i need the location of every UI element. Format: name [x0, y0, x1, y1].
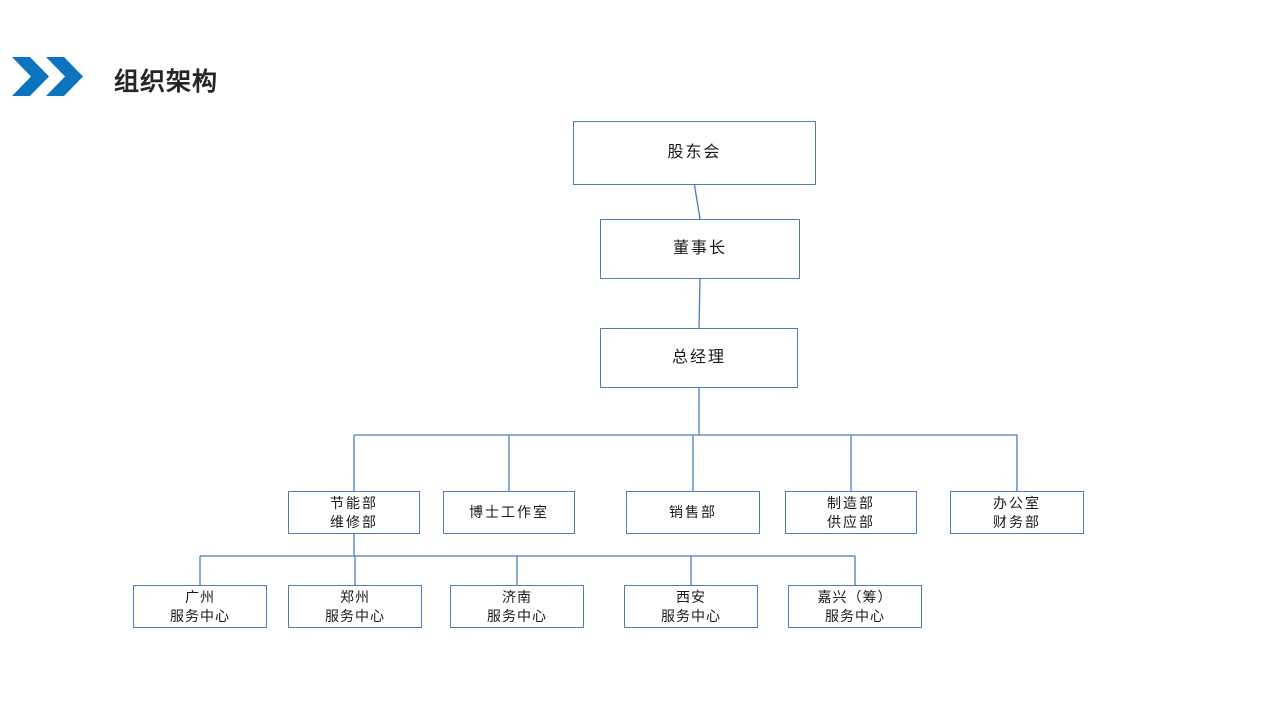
- org-node-label: 股东会: [667, 144, 722, 162]
- org-node-s3[interactable]: 济南服务中心: [450, 585, 584, 628]
- org-node-label: 董事长: [672, 240, 727, 258]
- page-title: 组织架构: [114, 68, 219, 96]
- org-node-label: 制造部: [827, 494, 875, 511]
- org-node-d3[interactable]: 销售部: [626, 491, 760, 534]
- org-node-label: 服务中心: [325, 607, 385, 624]
- org-node-s4[interactable]: 西安服务中心: [624, 585, 758, 628]
- org-node-s1[interactable]: 广州服务中心: [133, 585, 267, 628]
- org-node-d4[interactable]: 制造部供应部: [785, 491, 917, 534]
- org-node-label: 广州: [185, 588, 215, 605]
- org-node-d5[interactable]: 办公室财务部: [950, 491, 1084, 534]
- org-node-s5[interactable]: 嘉兴（筹） 服务中心: [788, 585, 922, 628]
- org-node-label: 博士工作室: [469, 504, 549, 521]
- org-node-label: 办公室: [993, 494, 1041, 511]
- org-node-n1[interactable]: 股东会: [573, 121, 816, 185]
- org-node-n3[interactable]: 总经理: [600, 328, 798, 388]
- org-node-label: 服务中心: [487, 607, 547, 624]
- org-node-label: 财务部: [993, 513, 1041, 530]
- org-node-label: 郑州: [340, 588, 370, 605]
- org-node-label: 总经理: [671, 349, 726, 367]
- org-node-label: 服务中心: [170, 607, 230, 624]
- org-node-label: 销售部: [669, 504, 717, 521]
- org-node-label: 嘉兴（筹）: [817, 588, 893, 605]
- org-node-label: 服务中心: [661, 607, 721, 624]
- org-node-n2[interactable]: 董事长: [600, 219, 800, 279]
- page-header: 组织架构: [0, 0, 1280, 120]
- double-chevron-right-icon: [12, 57, 86, 96]
- org-node-d2[interactable]: 博士工作室: [443, 491, 575, 534]
- org-node-d1[interactable]: 节能部维修部: [288, 491, 420, 534]
- org-node-label: 维修部: [330, 513, 378, 530]
- org-node-label: 节能部: [330, 494, 378, 511]
- org-node-label: 济南: [502, 588, 532, 605]
- org-node-label: 西安: [676, 588, 706, 605]
- org-node-s2[interactable]: 郑州服务中心: [288, 585, 422, 628]
- org-node-label: 服务中心: [825, 607, 885, 624]
- org-node-label: 供应部: [827, 513, 875, 530]
